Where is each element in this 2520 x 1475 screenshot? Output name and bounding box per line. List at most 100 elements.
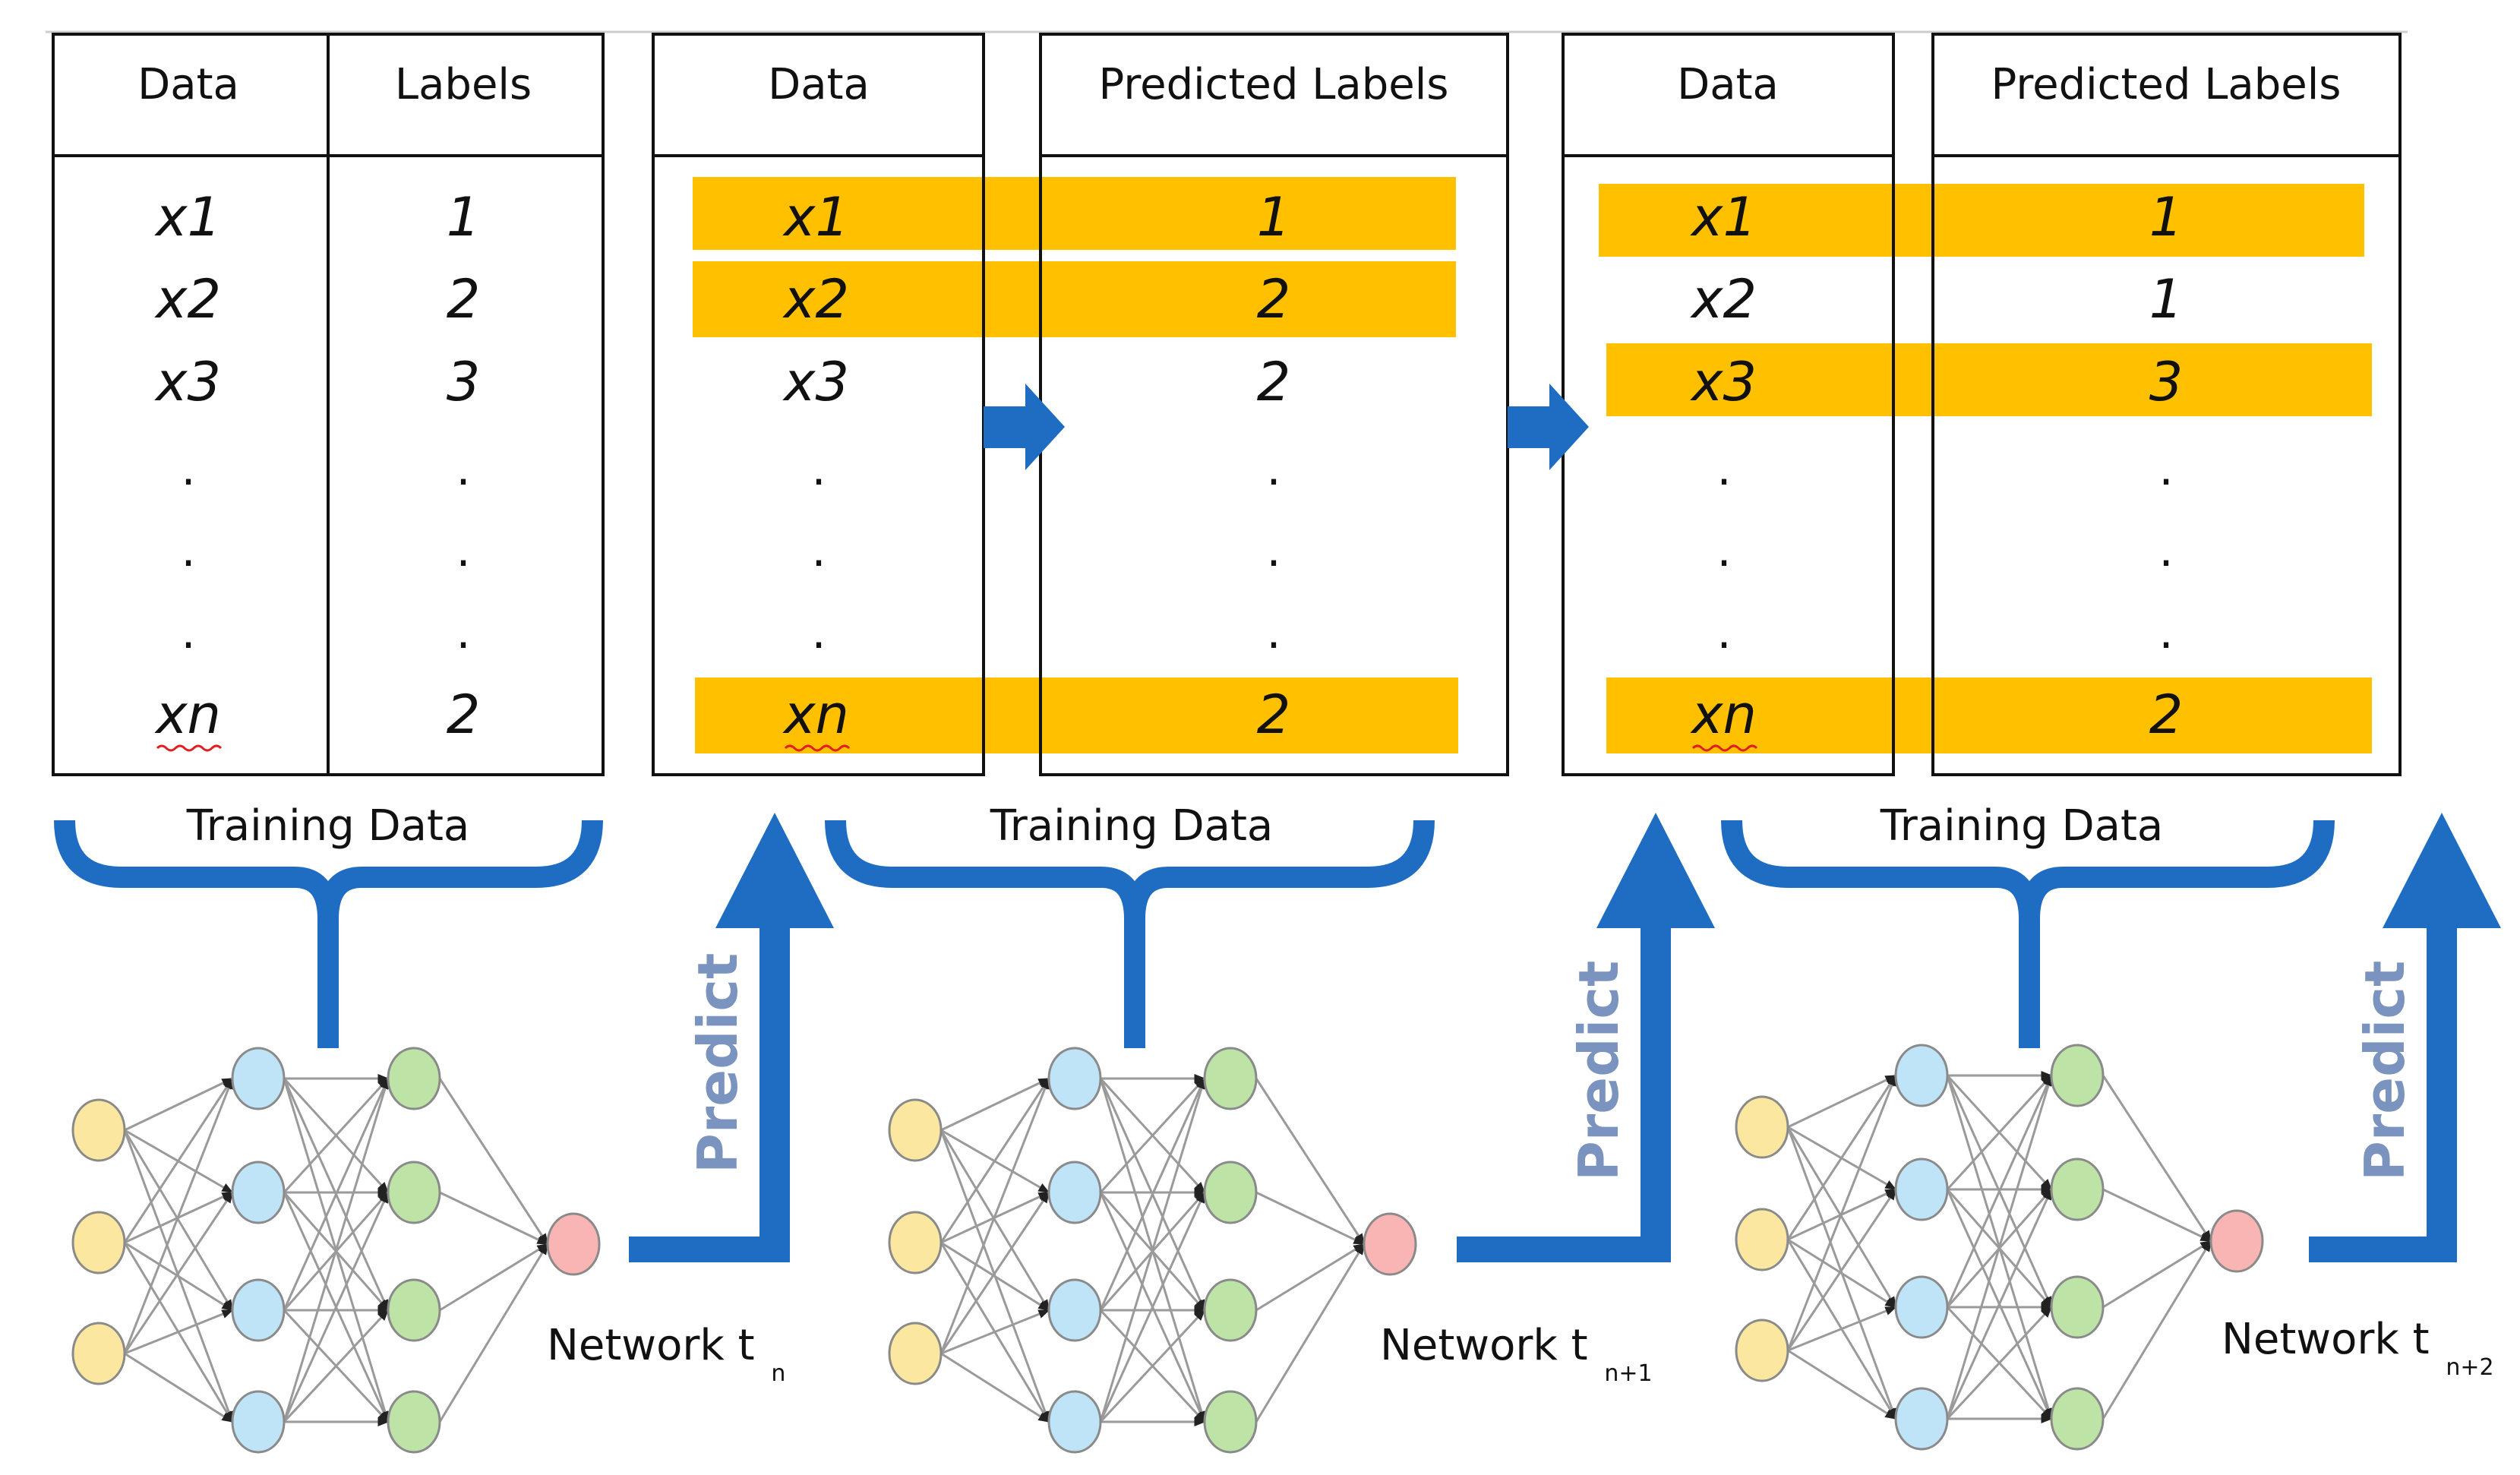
hidden-node	[387, 1278, 441, 1342]
table-3-data-cell: .	[1716, 606, 1731, 659]
input-node	[888, 1322, 943, 1385]
output-node	[2209, 1209, 2264, 1273]
table-3-data-cell: x3	[1690, 351, 1757, 413]
table-3-highlight-row	[1606, 343, 2372, 416]
hidden-node	[1894, 1044, 1949, 1107]
table-1-data-cell: x3	[154, 351, 221, 413]
network-connection	[1946, 1074, 2053, 1191]
training-data-brace	[54, 820, 603, 1048]
network-connection	[283, 1077, 390, 1311]
hidden-node	[1894, 1387, 1949, 1451]
network-connection	[1946, 1074, 2053, 1308]
table-3-label-cell: 3	[2149, 351, 2184, 413]
predict-label: Predict	[2353, 961, 2417, 1181]
table-1-label-cell: 3	[447, 351, 481, 413]
network-connection	[939, 1191, 1050, 1354]
predict-arrow-icon	[629, 813, 834, 1262]
network-label-text: Network t	[2222, 1315, 2430, 1364]
hidden-node	[2050, 1158, 2105, 1221]
hidden-node	[231, 1278, 286, 1342]
hidden-node	[1203, 1161, 1258, 1224]
table-2: Data Predicted Labels x1 1 x2 2 x3 2 . .…	[652, 33, 1509, 776]
hidden-node	[231, 1047, 286, 1110]
training-data-label: Training Data	[1880, 801, 2163, 851]
hidden-node	[2050, 1387, 2105, 1451]
input-node	[71, 1211, 126, 1274]
network-connection	[1099, 1077, 1206, 1194]
neural-network-2	[888, 1047, 1417, 1454]
table-3-data-cell: .	[1716, 443, 1731, 496]
table-1-label-cell: 1	[447, 186, 481, 248]
hidden-node	[1203, 1278, 1258, 1342]
right-arrow-icon	[984, 384, 1065, 470]
network-connection	[939, 1077, 1050, 1354]
table-1-data-cell: x2	[154, 268, 221, 330]
network-connection	[1787, 1306, 1897, 1352]
table-2-data-cell: .	[811, 606, 826, 659]
table-1-label-cell: 2	[447, 684, 481, 746]
table-3-label-cell: .	[2158, 443, 2173, 496]
network-connection	[939, 1077, 1050, 1243]
network-label: Network t n	[547, 1321, 785, 1387]
network-connection	[438, 1243, 549, 1423]
table-2-highlight-row	[693, 261, 1456, 337]
predict-arrow-icon	[1457, 813, 1715, 1262]
table-3-label-cell: .	[2158, 606, 2173, 659]
table-3-data-cell: x1	[1690, 186, 1757, 248]
hidden-node	[1047, 1278, 1102, 1342]
table-1-data-header: Data	[137, 60, 239, 109]
network-label-subscript: n	[771, 1360, 785, 1387]
spellcheck-underline	[784, 744, 851, 752]
hidden-node	[1894, 1275, 1949, 1339]
network-connection	[439, 1191, 549, 1246]
network-connection	[1946, 1306, 2053, 1420]
hidden-node	[231, 1161, 286, 1224]
hidden-node	[2050, 1044, 2105, 1107]
training-data-label: Training Data	[990, 801, 1273, 851]
network-connection	[438, 1078, 549, 1246]
table-2-label-cell: 2	[1257, 684, 1291, 746]
input-node	[1735, 1319, 1789, 1382]
network-connection	[124, 1352, 234, 1423]
table-1-label-cell: 2	[447, 268, 481, 330]
table-2-label-cell: 2	[1257, 268, 1291, 330]
hidden-node	[231, 1390, 286, 1454]
table-3: Data Predicted Labels x1 1 x2 1 x3 3 . .…	[1562, 33, 2402, 776]
network-connection	[1786, 1074, 1897, 1240]
network-label-subscript: n+1	[1604, 1360, 1652, 1387]
network-connection	[1099, 1077, 1206, 1311]
network-connection	[1786, 1074, 1897, 1351]
network-connection	[939, 1129, 1050, 1312]
table-2-highlight-row	[695, 677, 1458, 753]
right-arrow-icon	[1508, 384, 1589, 470]
network-connection	[940, 1309, 1050, 1355]
network-connection	[1099, 1077, 1206, 1423]
table-3-label-cell-changed: 1	[2149, 268, 2184, 330]
network-connection	[123, 1129, 234, 1312]
table-2-label-cell: .	[1266, 606, 1281, 659]
network-connection	[283, 1077, 390, 1423]
network-connection	[123, 1191, 234, 1354]
output-node	[1363, 1212, 1417, 1276]
network-connection	[1946, 1188, 2053, 1420]
training-data-brace	[825, 820, 1435, 1048]
network-connection	[1255, 1191, 1366, 1246]
network-connection	[1099, 1309, 1206, 1423]
table-1-label-cell: .	[456, 443, 470, 496]
table-2-data-column	[652, 33, 985, 776]
network-label: Network t n+2	[2222, 1315, 2494, 1381]
table-1-labels-header: Labels	[395, 60, 532, 109]
hidden-node	[1047, 1161, 1102, 1224]
spellcheck-underline	[156, 744, 223, 752]
network-connection	[1255, 1078, 1366, 1246]
table-2-data-header: Data	[768, 60, 870, 109]
table-2-data-cell: x2	[782, 268, 849, 330]
table-2-highlight-row	[693, 177, 1456, 250]
network-label-text: Network t	[1380, 1321, 1588, 1370]
table-2-data-cell: .	[811, 524, 826, 577]
network-connection	[439, 1243, 549, 1312]
network-connection	[1787, 1238, 1897, 1309]
table-3-data-cell: xn	[1690, 684, 1757, 746]
table-3-data-header: Data	[1677, 60, 1779, 109]
